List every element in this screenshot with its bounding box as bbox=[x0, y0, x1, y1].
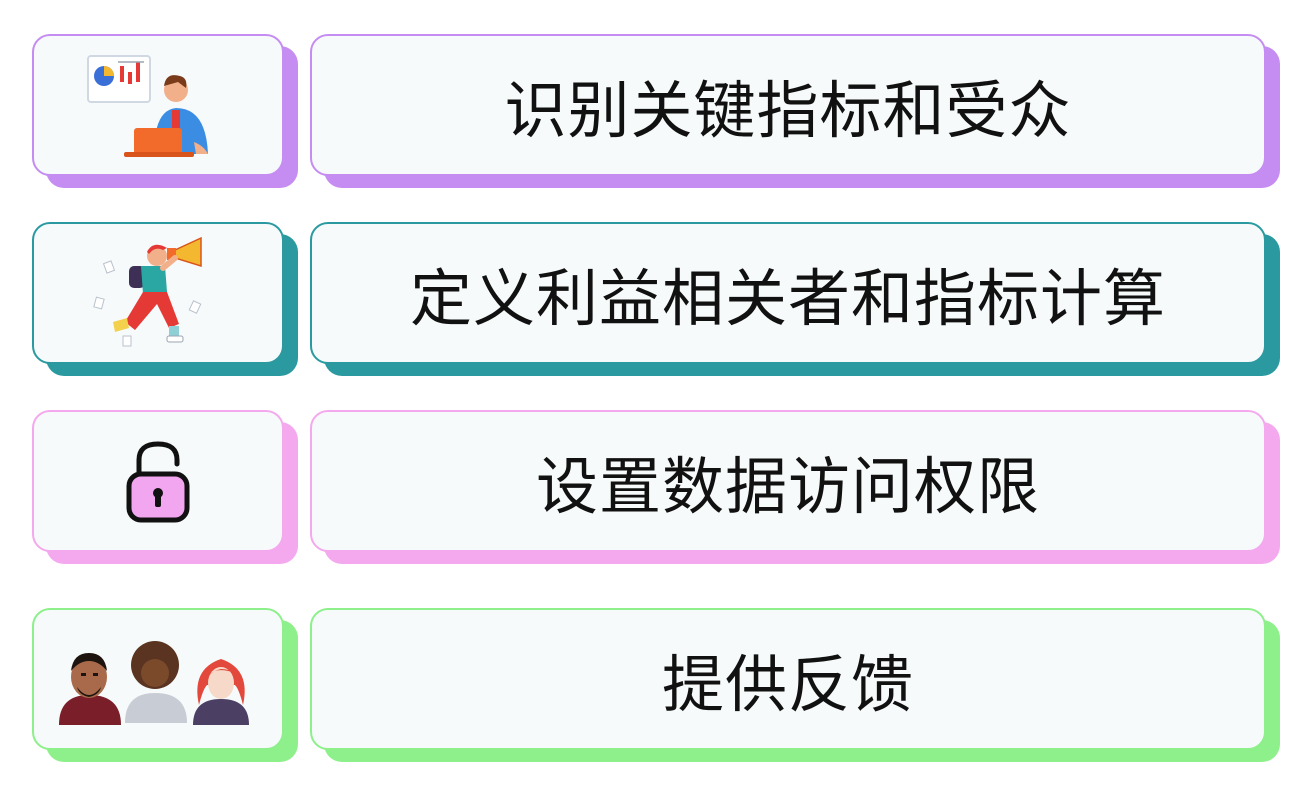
step-4-label: 提供反馈 bbox=[661, 648, 914, 721]
step-1-label: 识别关键指标和受众 bbox=[504, 74, 1072, 147]
step-3-text-card: 设置数据访问权限 bbox=[310, 410, 1266, 552]
step-3-icon-card bbox=[32, 410, 284, 552]
step-4-icon-card bbox=[32, 608, 284, 750]
step-2-text-card: 定义利益相关者和指标计算 bbox=[310, 222, 1266, 364]
analyst-with-laptop-icon bbox=[87, 55, 208, 157]
padlock-icon bbox=[126, 441, 190, 523]
step-3-label: 设置数据访问权限 bbox=[535, 450, 1040, 523]
people-group-icon bbox=[59, 641, 249, 725]
person-with-megaphone-icon bbox=[93, 236, 202, 347]
step-1-text-card: 识别关键指标和受众 bbox=[310, 34, 1266, 176]
step-1-icon-card bbox=[32, 34, 284, 176]
step-2-icon-card bbox=[32, 222, 284, 364]
step-2-label: 定义利益相关者和指标计算 bbox=[409, 262, 1166, 335]
step-4-text-card: 提供反馈 bbox=[310, 608, 1266, 750]
